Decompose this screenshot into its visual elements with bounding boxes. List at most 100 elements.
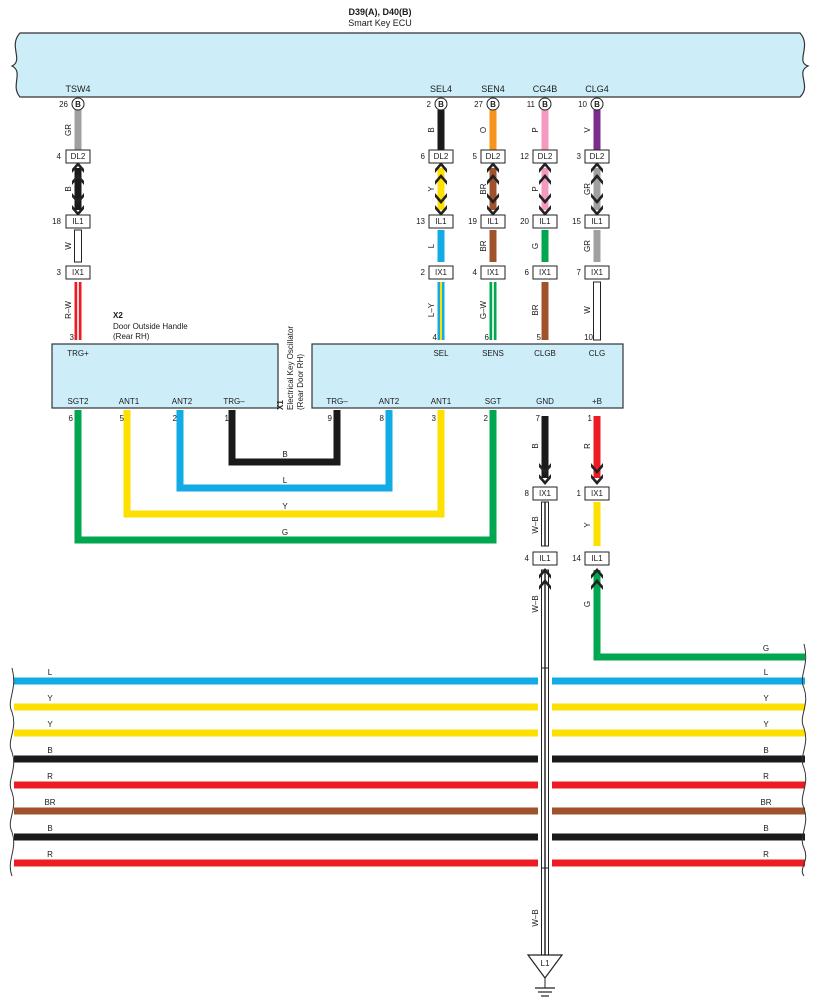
pin-sen4: 27 [474, 100, 483, 109]
x1-terminal-plusb: +B [592, 397, 602, 406]
pin-tsw4: 26 [59, 100, 68, 109]
connector-il1-sel4 [428, 214, 454, 229]
x2-terminal-ant1: ANT1 [119, 397, 140, 406]
connector-il1-sen4 [480, 214, 506, 229]
svg-text:B: B [763, 824, 768, 833]
loop-label-g: G [282, 528, 288, 537]
svg-text:IL1: IL1 [539, 554, 551, 563]
bus-top-label: G [763, 644, 769, 653]
loop-g [74, 410, 497, 544]
svg-text:L: L [764, 668, 769, 677]
pin-sel4: 2 [427, 100, 432, 109]
svg-text:IX1: IX1 [591, 489, 604, 498]
x1-terminal-ant2: ANT2 [379, 397, 400, 406]
svg-text:B: B [438, 100, 444, 109]
loop-l [176, 410, 393, 492]
svg-text:DL2: DL2 [71, 152, 86, 161]
svg-text:IX1: IX1 [591, 268, 604, 277]
connector-il1-gnd [532, 551, 558, 566]
bus-wires: G L Y Y B R BR B R L Y Y B R BR B R [9, 643, 807, 877]
svg-text:B: B [763, 746, 768, 755]
svg-text:V: V [583, 127, 592, 133]
svg-text:R: R [47, 850, 53, 859]
x1-terminal-clg: CLG [589, 349, 605, 358]
pin-circle-tsw4 [71, 97, 85, 111]
x2-door-outside-handle: X2 Door Outside Handle (Rear RH) 3 TRG+ … [51, 311, 279, 423]
loop-label-b: B [282, 450, 287, 459]
x2-top-pin: 3 [70, 333, 75, 342]
antenna-loops: B L Y G [74, 410, 497, 544]
pin-clg4: 10 [578, 100, 587, 109]
pin-circle-cg4b [538, 97, 552, 111]
svg-text:BR: BR [479, 183, 488, 194]
x1-electrical-key-oscillator: X1 Electrical Key Oscillator (Rear Door … [276, 326, 624, 423]
svg-text:3: 3 [57, 268, 62, 277]
svg-text:2: 2 [421, 268, 426, 277]
connector-dl2-clg4 [584, 149, 610, 164]
x1-terminal-gnd: GND [536, 397, 554, 406]
connector-il1-plusb [584, 551, 610, 566]
ecu-subtitle: Smart Key ECU [348, 18, 412, 28]
svg-text:20: 20 [520, 217, 529, 226]
ecu-terminal-tsw4: TSW4 [65, 84, 90, 94]
svg-text:Y: Y [763, 720, 769, 729]
svg-text:B: B [542, 100, 548, 109]
svg-text:R: R [763, 772, 769, 781]
ecu-terminal-cg4b: CG4B [533, 84, 558, 94]
ecu-title: D39(A), D40(B) [348, 7, 411, 17]
svg-text:4: 4 [433, 333, 438, 342]
svg-text:IX1: IX1 [72, 268, 85, 277]
ecu-terminal-clg4: CLG4 [585, 84, 609, 94]
smart-key-ecu: D39(A), D40(B) Smart Key ECU TSW4 SEL4 S… [10, 7, 810, 98]
svg-text:Y: Y [47, 720, 53, 729]
x2-terminal-trgplus: TRG+ [67, 349, 89, 358]
svg-text:4: 4 [473, 268, 478, 277]
connector-ix1-gnd [532, 486, 558, 501]
svg-text:IX1: IX1 [487, 268, 500, 277]
svg-text:R: R [763, 850, 769, 859]
svg-text:IX1: IX1 [539, 268, 552, 277]
svg-text:G–W: G–W [479, 300, 488, 319]
svg-text:R: R [47, 772, 53, 781]
svg-text:Electrical Key Oscillator: Electrical Key Oscillator [286, 326, 295, 410]
svg-text:14: 14 [572, 554, 581, 563]
svg-text:4: 4 [525, 554, 530, 563]
wire-plusb-g [593, 570, 805, 661]
svg-text:(Rear Door RH): (Rear Door RH) [296, 354, 305, 410]
svg-text:P: P [531, 186, 540, 191]
connector-ix1-sel4 [428, 265, 454, 280]
pin-circle-clg4 [590, 97, 604, 111]
connector-ix1-plusb [584, 486, 610, 501]
ground-l1: L1 [526, 954, 564, 997]
x1-terminal-ant1: ANT1 [431, 397, 452, 406]
svg-text:1: 1 [588, 414, 593, 423]
svg-text:5: 5 [120, 414, 125, 423]
svg-text:IL1: IL1 [435, 217, 447, 226]
ground-label: L1 [541, 959, 550, 968]
svg-text:B: B [490, 100, 496, 109]
svg-text:IL1: IL1 [72, 217, 84, 226]
svg-text:B: B [531, 443, 540, 448]
svg-text:19: 19 [468, 217, 477, 226]
inline-connectors: DL2 4 IL1 18 IX1 3 DL2 6 IL1 13 IX1 2 DL… [52, 149, 610, 566]
svg-text:2: 2 [173, 414, 178, 423]
x2-terminal-ant2: ANT2 [172, 397, 193, 406]
svg-text:BR: BR [479, 240, 488, 251]
gnd-wire-crossing [538, 667, 552, 869]
svg-text:DL2: DL2 [590, 152, 605, 161]
x1-terminal-clgb: CLGB [534, 349, 556, 358]
svg-text:R: R [583, 443, 592, 449]
pin-cg4b: 11 [527, 100, 536, 109]
svg-text:B: B [64, 186, 73, 191]
svg-text:BR: BR [531, 304, 540, 315]
svg-text:6: 6 [69, 414, 74, 423]
loop-label-y: Y [282, 502, 288, 511]
svg-text:9: 9 [328, 414, 333, 423]
ecu-terminal-sel4: SEL4 [430, 84, 452, 94]
svg-text:DL2: DL2 [486, 152, 501, 161]
wire-clg4-w [593, 281, 601, 341]
svg-text:1: 1 [225, 414, 230, 423]
connector-il1-tsw4 [65, 214, 91, 229]
bus-break-right [801, 643, 807, 877]
